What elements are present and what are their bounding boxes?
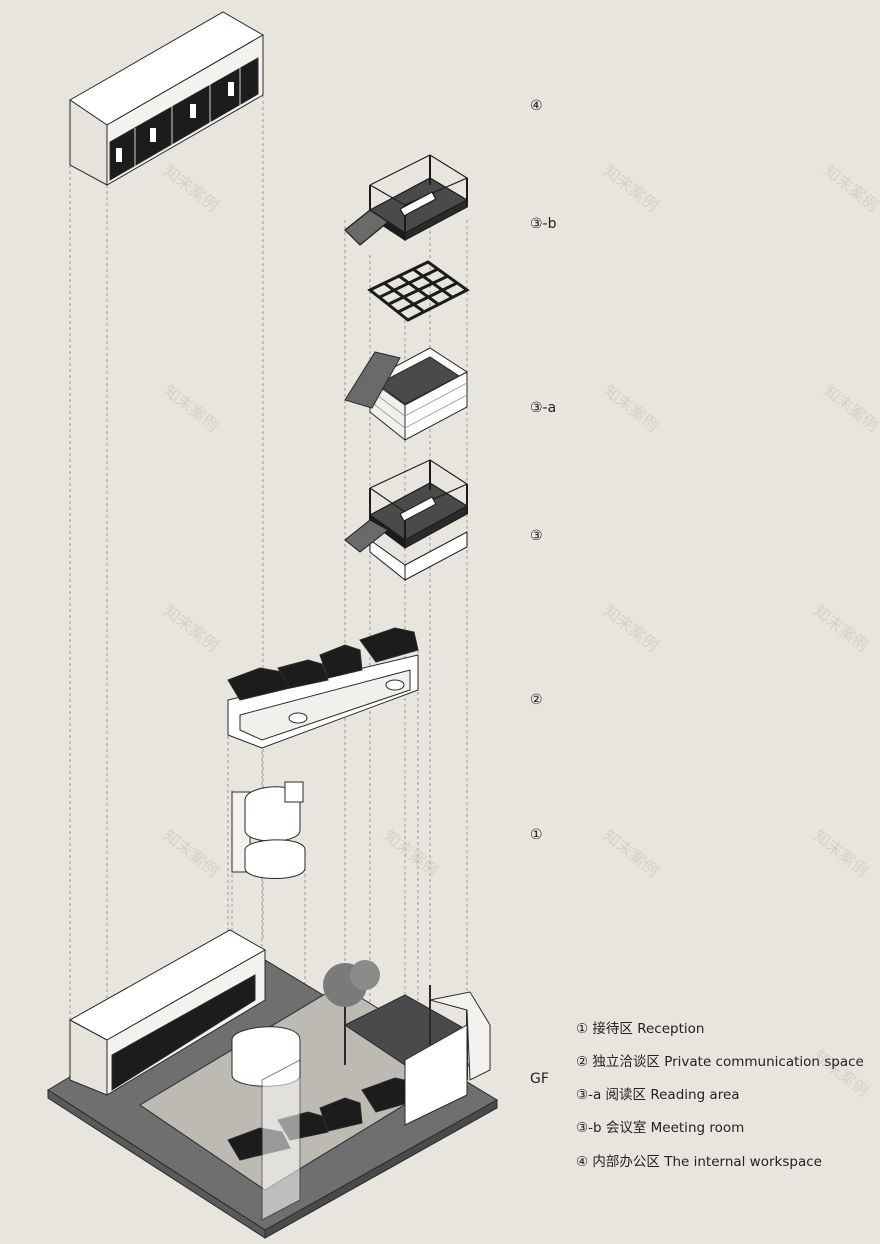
ceiling-grid: [367, 260, 470, 322]
legend-item: ③-b 会议室 Meeting room: [576, 1116, 744, 1136]
ground-floor-plan: [47, 929, 498, 1239]
layer-2-private-pods: [227, 627, 419, 749]
layer-3a-reading-area: [344, 347, 468, 442]
layer-label-3a: ③-a: [530, 400, 557, 416]
layer-label-3b: ③-b: [530, 216, 557, 232]
legend-number: ④: [576, 1154, 589, 1170]
legend-text: 内部办公区 The internal workspace: [592, 1154, 822, 1170]
layer-label-4: ④: [530, 98, 543, 114]
legend-text: 独立洽谈区 Private communication space: [592, 1054, 864, 1070]
legend-item: ③-a 阅读区 Reading area: [576, 1083, 740, 1103]
legend-number: ①: [576, 1021, 589, 1037]
layer-3b-meeting-room: [344, 154, 469, 246]
legend-number: ③-a: [576, 1087, 602, 1103]
layer-label-1: ①: [530, 827, 543, 843]
layer-label-3: ③: [530, 528, 543, 544]
layer-label-2: ②: [530, 692, 543, 708]
layer-4-internal-workspace-block: [69, 11, 265, 186]
layer-3-combined: [344, 459, 469, 582]
legend-item: ① 接待区 Reception: [576, 1017, 704, 1037]
legend-number: ②: [576, 1054, 589, 1070]
layer-1-reception: [231, 781, 306, 879]
layer-label-gf: GF: [530, 1071, 549, 1087]
legend-item: ④ 内部办公区 The internal workspace: [576, 1150, 822, 1170]
legend-text: 阅读区 Reading area: [605, 1087, 740, 1103]
legend-number: ③-b: [576, 1120, 602, 1136]
legend-text: 会议室 Meeting room: [605, 1120, 745, 1136]
legend-item: ② 独立洽谈区 Private communication space: [576, 1050, 864, 1070]
legend-text: 接待区 Reception: [592, 1021, 705, 1037]
